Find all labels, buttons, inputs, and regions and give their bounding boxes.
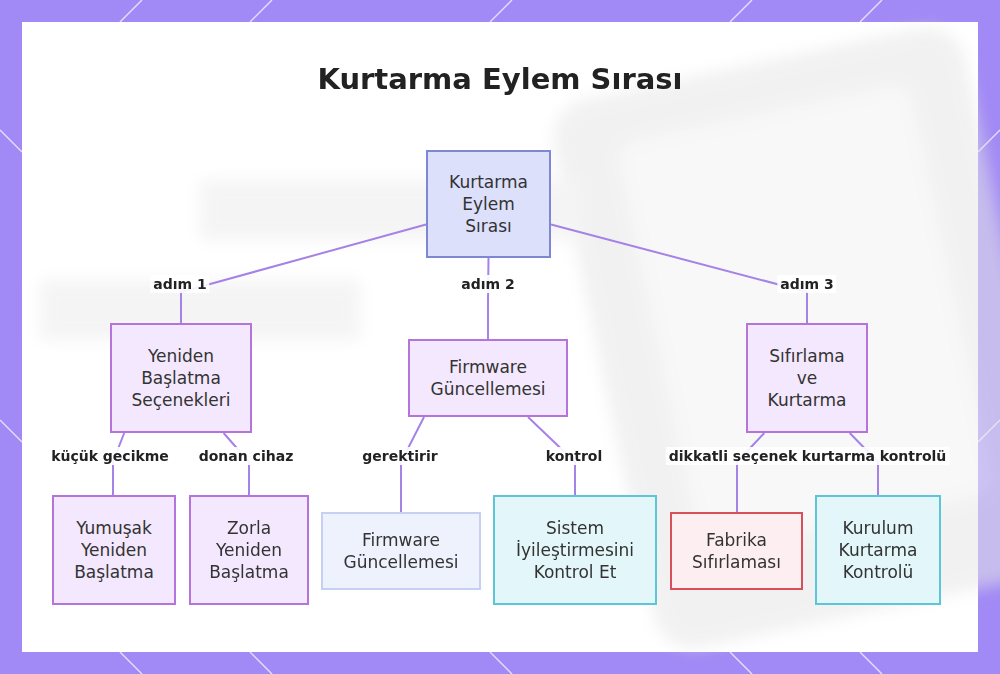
edge-label: kurtarma kontrolü: [799, 447, 950, 465]
box-label: Yumuşak Yeniden Başlatma: [62, 517, 166, 583]
connector-line: [181, 225, 426, 323]
edge-label: adım 1: [150, 275, 209, 293]
edge-label: donan cihaz: [196, 447, 297, 465]
process-box: Fabrika Sıfırlaması: [670, 512, 803, 590]
process-box: Yumuşak Yeniden Başlatma: [52, 495, 176, 605]
process-box: Yeniden Başlatma Seçenekleri: [110, 323, 252, 433]
edge-label: adım 2: [458, 275, 517, 293]
box-label: Fabrika Sıfırlaması: [682, 529, 791, 573]
box-label: Firmware Güncellemesi: [333, 529, 469, 573]
blurred-background: [40, 20, 1000, 655]
connector-line: [487, 258, 490, 339]
connector-line: [551, 225, 807, 323]
box-label: Sistem İyileştirmesini Kontrol Et: [505, 517, 645, 583]
box-label: Kurtarma Eylem Sırası: [442, 171, 535, 237]
process-box: Zorla Yeniden Başlatma: [189, 495, 309, 605]
box-label: Sıfırlama ve Kurtarma: [762, 345, 852, 411]
edge-label: küçük gecikme: [48, 447, 172, 465]
edge-label: kontrol: [543, 447, 606, 465]
box-label: Zorla Yeniden Başlatma: [199, 517, 299, 583]
diagram-title: Kurtarma Eylem Sırası: [0, 62, 1000, 96]
edge-label: gerektirir: [359, 447, 440, 465]
process-box: Sıfırlama ve Kurtarma: [746, 323, 868, 433]
connector-line: [737, 433, 764, 512]
process-box: Firmware Güncellemesi: [321, 512, 481, 590]
process-box: Firmware Güncellemesi: [408, 339, 568, 417]
process-box: Kurulum Kurtarma Kontrolü: [815, 495, 941, 605]
box-label: Kurulum Kurtarma Kontrolü: [827, 517, 929, 583]
box-label: Yeniden Başlatma Seçenekleri: [122, 345, 240, 411]
process-box: Sistem İyileştirmesini Kontrol Et: [493, 495, 657, 605]
edge-label: dikkatli seçenek: [666, 447, 800, 465]
edge-label: adım 3: [777, 275, 836, 293]
process-box: Kurtarma Eylem Sırası: [426, 150, 551, 258]
box-label: Firmware Güncellemesi: [420, 356, 556, 400]
